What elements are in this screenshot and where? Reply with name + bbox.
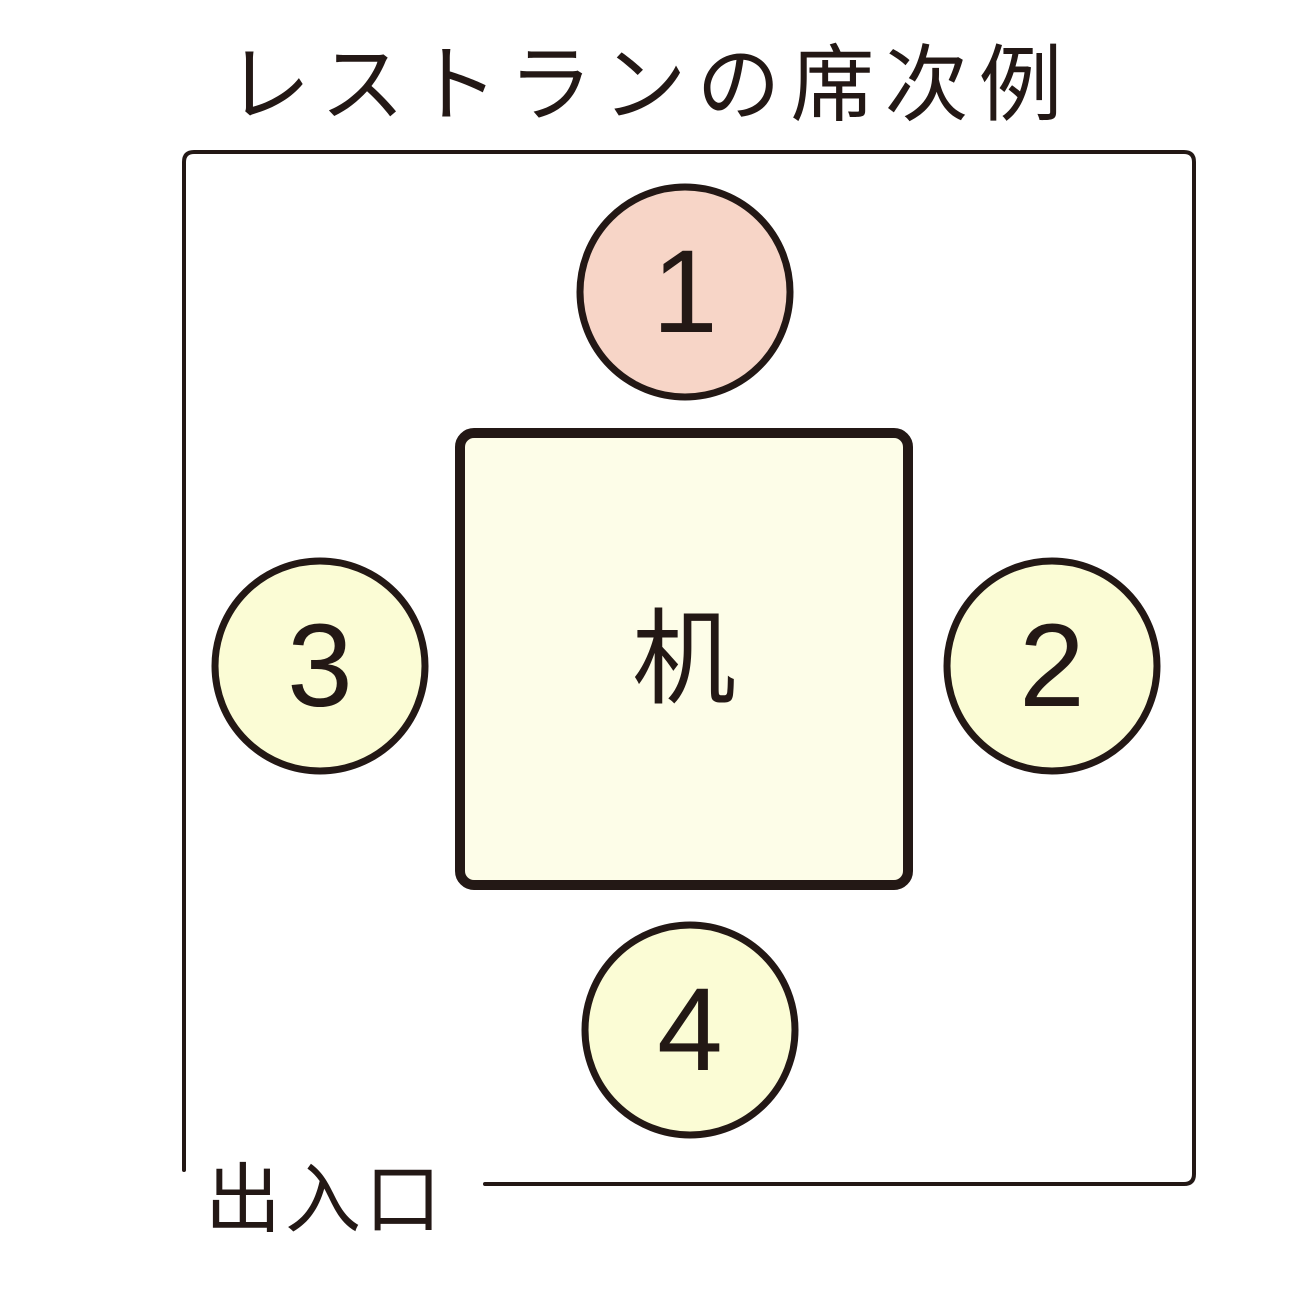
seat-1 bbox=[576, 183, 794, 401]
room-wall bbox=[182, 150, 1196, 1186]
seat-4 bbox=[581, 921, 799, 1139]
seat-3-label: 3 bbox=[287, 600, 353, 732]
table bbox=[455, 428, 913, 890]
entrance-label: 出入口 bbox=[205, 1155, 445, 1244]
seat-2 bbox=[943, 557, 1161, 775]
seat-3 bbox=[211, 557, 429, 775]
seat-1-label: 1 bbox=[652, 226, 718, 358]
diagram-title: レストランの席次例 bbox=[226, 36, 1073, 134]
seat-2-label: 2 bbox=[1019, 600, 1085, 732]
seat-4-label: 4 bbox=[657, 964, 723, 1096]
table-label: 机 bbox=[631, 598, 736, 720]
